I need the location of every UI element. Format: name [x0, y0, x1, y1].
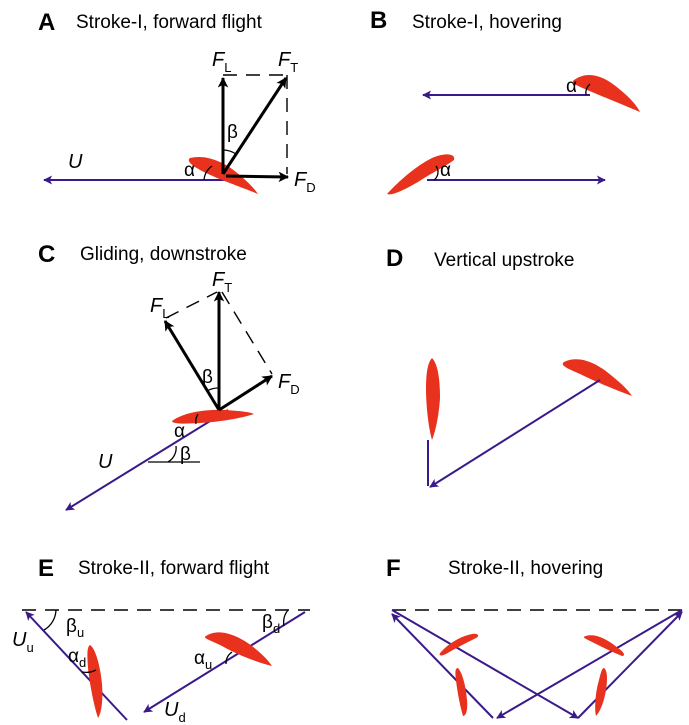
panel-label-b: B: [370, 7, 387, 34]
panel-title-e: Stroke-II, forward flight: [78, 558, 270, 579]
beta-arc: [222, 149, 237, 155]
lift-force-arrow: [163, 320, 221, 411]
panel-label-f: F: [386, 555, 401, 582]
wing-section-left-upper: [439, 633, 479, 656]
panel-title-b: Stroke-I, hovering: [412, 12, 562, 33]
drag-force-arrow: [218, 374, 273, 412]
label-alpha-lower: α: [440, 160, 451, 181]
label-beta: β: [227, 122, 238, 143]
alpha-arc: [203, 165, 213, 181]
label-alpha-d: αd: [68, 646, 86, 670]
label-alpha: α: [184, 160, 195, 181]
beta-arc-flow: [167, 445, 177, 463]
panel-title-d: Vertical upstroke: [434, 250, 574, 271]
panel-label-c: C: [38, 241, 55, 268]
wing-section-upper: [572, 74, 640, 112]
flow-arrow-left-up: [391, 613, 494, 719]
label-f-lift: FL: [150, 295, 169, 321]
panel-label-d: D: [386, 245, 403, 272]
panel-b: B Stroke-I, hovering α α: [370, 7, 640, 195]
wing-section-inclined: [562, 359, 632, 396]
wing-section-left-lower: [455, 668, 468, 716]
label-beta-u: βu: [66, 616, 84, 640]
panel-d: D Vertical upstroke: [386, 245, 632, 488]
flow-arrow-diagonal: [429, 379, 601, 488]
flow-arrow-u: [65, 409, 229, 511]
label-beta-d: βd: [262, 612, 280, 636]
label-u: U: [98, 451, 113, 473]
parallelogram-top-dash: [165, 291, 218, 319]
label-u-upstroke: Uu: [12, 629, 34, 655]
flow-arrow-right-up: [577, 611, 683, 719]
wing-section-vertical: [426, 358, 440, 440]
label-alpha: α: [174, 421, 185, 442]
wing-section-right: [204, 632, 272, 666]
flow-arrow-left-down: [391, 609, 579, 719]
label-f-lift: FL: [212, 49, 231, 75]
alpha-arc-lower: [433, 165, 439, 181]
panel-title-f: Stroke-II, hovering: [448, 558, 603, 579]
panel-f: F Stroke-II, hovering: [386, 555, 683, 719]
flow-arrow-right-down: [496, 609, 683, 719]
label-alpha-u: αu: [194, 648, 212, 672]
panel-label-e: E: [38, 555, 54, 582]
wing-section-right-lower: [595, 668, 608, 716]
flow-arrow-downstroke: [143, 611, 306, 713]
label-f-drag: FD: [278, 371, 300, 397]
wing-section-left: [87, 645, 103, 718]
panel-label-a: A: [38, 9, 55, 36]
panel-title-a: Stroke-I, forward flight: [76, 12, 263, 33]
alpha-arc: [195, 413, 199, 425]
label-alpha-upper: α: [566, 76, 577, 97]
alpha-d-arc: [81, 669, 97, 674]
wing-section: [188, 156, 258, 194]
wing-section-right-upper: [583, 635, 625, 656]
beta-arc-force: [206, 387, 220, 392]
label-u-downstroke: Ud: [164, 699, 186, 725]
label-f-total: FT: [212, 269, 232, 295]
drag-force-arrow: [225, 171, 290, 183]
label-beta-flow: β: [180, 444, 191, 465]
wing-section-lower: [387, 154, 455, 195]
resultant-force-arrow: [221, 77, 288, 175]
wing-section: [172, 409, 254, 424]
flow-arrow-upstroke: [25, 611, 128, 721]
beta-d-arc: [283, 609, 289, 627]
parallelogram-side-dash: [221, 291, 273, 375]
alpha-arc-upper: [585, 83, 591, 96]
label-u: U: [68, 151, 83, 173]
label-beta-force: β: [202, 367, 213, 388]
beta-u-arc: [43, 609, 57, 631]
panel-title-c: Gliding, downstroke: [80, 244, 247, 265]
panel-e: E Stroke-II, forward flight βu αd βd αu …: [12, 555, 310, 725]
label-f-total: FT: [278, 49, 298, 75]
panel-a: A Stroke-I, forward flight U α β FL FT F…: [38, 9, 316, 195]
panel-c: C Gliding, downstroke U β β α FL FT FD: [38, 241, 300, 511]
alpha-u-arc: [225, 651, 233, 665]
label-f-drag: FD: [294, 169, 316, 195]
